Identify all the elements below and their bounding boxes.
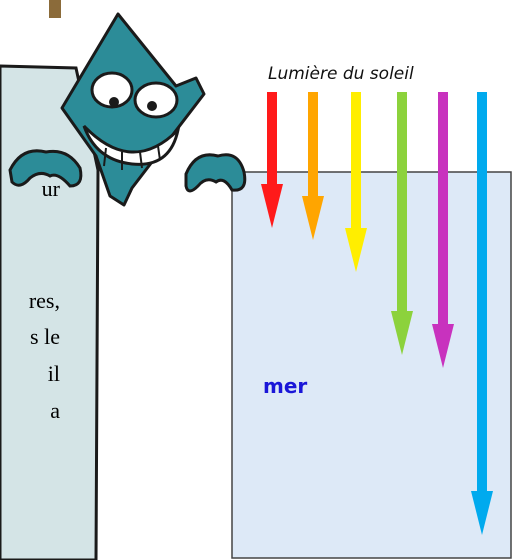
text-panel xyxy=(0,64,100,560)
light-ray-2 xyxy=(302,92,324,240)
light-ray-5 xyxy=(432,92,454,368)
panel-text-line-4: il xyxy=(47,361,60,386)
light-ray-6 xyxy=(471,92,493,535)
sea-box xyxy=(231,171,512,559)
panel-text: ur res, s le il a xyxy=(0,175,60,425)
panel-text-line-2: res, xyxy=(28,288,60,313)
top-bar xyxy=(49,0,61,18)
light-ray-1 xyxy=(261,92,283,228)
mascot xyxy=(8,12,247,207)
light-rays xyxy=(261,92,493,535)
sunlight-label: Lumière du soleil xyxy=(268,64,414,84)
panel-text-line-3: s le xyxy=(30,324,60,349)
light-ray-3 xyxy=(345,92,367,272)
panel-text-line-1: ur xyxy=(41,176,60,201)
light-ray-4 xyxy=(391,92,413,355)
panel-text-line-5: a xyxy=(50,398,60,423)
sea-label: mer xyxy=(263,374,308,398)
